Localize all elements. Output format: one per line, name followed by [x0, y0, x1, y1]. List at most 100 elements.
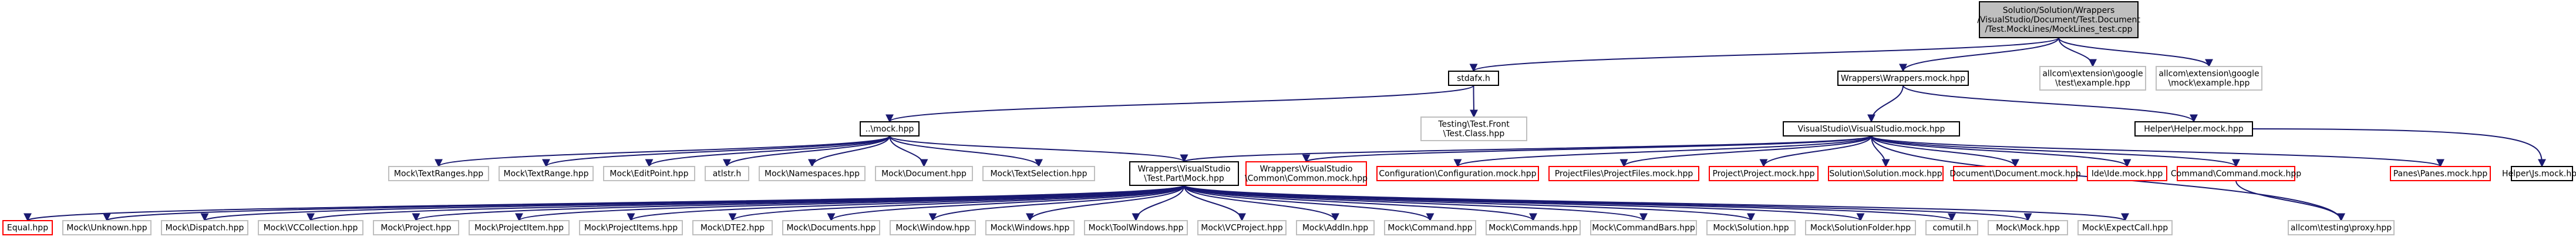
node-box: [2288, 220, 2395, 235]
node-root: Solution/Solution/Wrappers/VisualStudio/…: [1977, 1, 2140, 38]
node-textranges[interactable]: Mock\TextRanges.hpp: [388, 166, 489, 181]
node-project[interactable]: Project\Project.mock.hpp: [1709, 166, 1819, 181]
node-label-line: Mock\Documents.hpp: [786, 224, 875, 233]
node-solutionfolder[interactable]: Mock\SolutionFolder.hpp: [1805, 220, 1916, 235]
node-label-line: Helper\Js.mock.hpp: [2502, 169, 2576, 179]
node-label-line: Mock\VCCollection.hpp: [264, 224, 358, 233]
node-box: [1828, 166, 1944, 181]
node-dte2[interactable]: Mock\DTE2.hpp: [692, 220, 773, 235]
node-msolution[interactable]: Mock\Solution.hpp: [1706, 220, 1796, 235]
edge-mockhpp-to-namespaces: [808, 135, 890, 168]
node-label-line: Wrappers\VisualStudio: [1260, 165, 1352, 174]
node-wrappers[interactable]: Wrappers\Wrappers.mock.hpp: [1837, 71, 1969, 86]
node-expectcall[interactable]: Mock\ExpectCall.hpp: [2077, 220, 2173, 235]
node-vsmock[interactable]: VisualStudio\VisualStudio.mock.hpp: [1783, 121, 1960, 137]
node-helper[interactable]: Helper\Helper.mock.hpp: [2134, 121, 2253, 137]
edge-wrappersvs-to-projectitems: [627, 185, 1185, 222]
node-equal[interactable]: Equal.hpp: [2, 220, 53, 235]
edge-vsmock-to-panes: [1871, 135, 2444, 168]
node-box: [603, 166, 695, 181]
node-label-line: ProjectFiles\ProjectFiles.mock.hpp: [1555, 169, 1693, 179]
edge-wrappersvs-to-dte2: [728, 185, 1185, 222]
node-label-line: Mock\AddIn.hpp: [1302, 224, 1368, 233]
node-wrappersvs[interactable]: Wrappers\VisualStudio\Test.Part\Mock.hpp: [1129, 161, 1239, 186]
node-label-line: Mock\Document.hpp: [881, 169, 967, 179]
node-command[interactable]: Command\Command.mock.hpp: [2171, 166, 2301, 181]
node-label-line: Wrappers\VisualStudio: [1137, 165, 1230, 174]
node-label-line: Mock\Dispatch.hpp: [166, 224, 244, 233]
node-mproject[interactable]: Mock\Project.hpp: [373, 220, 459, 235]
edge-wrappersvs-to-expectcall: [1183, 185, 2129, 222]
node-editpoint[interactable]: Mock\EditPoint.hpp: [603, 166, 695, 181]
node-label-line: Mock\Solution.hpp: [1713, 224, 1789, 233]
node-label-line: Equal.hpp: [7, 224, 48, 233]
node-vcproject[interactable]: Mock\VCProject.hpp: [1197, 220, 1287, 235]
node-configuration[interactable]: Configuration\Configuration.mock.hpp: [1376, 166, 1539, 181]
node-projectitem[interactable]: Mock\ProjectItem.hpp: [469, 220, 570, 235]
node-documentmock[interactable]: Document\Document.mock.hpp: [1949, 166, 2081, 181]
node-stdafx[interactable]: stdafx.h: [1448, 71, 1499, 86]
node-box: [2156, 66, 2262, 91]
node-namespaces[interactable]: Mock\Namespaces.hpp: [759, 166, 866, 181]
edge-wrappersvs-to-mcommands: [1183, 185, 1537, 222]
node-label-line: allcom\testing\proxy.hpp: [2291, 224, 2392, 233]
node-box: [692, 220, 773, 235]
node-box: [2077, 220, 2173, 235]
node-comutil[interactable]: comutil.h: [1925, 220, 1978, 235]
node-atlstr[interactable]: atlstr.h: [705, 166, 749, 181]
node-box: [469, 220, 570, 235]
node-ide[interactable]: Ide\Ide.mock.hpp: [2087, 166, 2167, 181]
node-mcommands[interactable]: Mock\Commands.hpp: [1486, 220, 1581, 235]
node-window[interactable]: Mock\Window.hpp: [890, 220, 976, 235]
node-testingfront[interactable]: Testing\Test.Front\Test.Class.hpp: [1420, 116, 1527, 141]
node-box: [982, 166, 1095, 181]
node-label-line: ..\mock.hpp: [866, 125, 914, 134]
node-textselection[interactable]: Mock\TextSelection.hpp: [982, 166, 1095, 181]
node-panes[interactable]: Panes\Panes.mock.hpp: [2390, 166, 2491, 181]
node-label-line: Mock\Unknown.hpp: [66, 224, 147, 233]
node-label-line: Configuration\Configuration.mock.hpp: [1379, 169, 1536, 179]
node-box: [2177, 166, 2295, 181]
node-gmock[interactable]: allcom\extension\google\mock\example.hpp: [2156, 66, 2262, 91]
node-mmock[interactable]: Mock\Mock.hpp: [1988, 220, 2068, 235]
node-js[interactable]: Helper\Js.mock.hpp: [2502, 166, 2576, 181]
node-windows[interactable]: Mock\Windows.hpp: [985, 220, 1075, 235]
node-box: [1084, 220, 1188, 235]
node-common[interactable]: Wrappers\VisualStudio\Common\Common.mock…: [1245, 161, 1368, 186]
node-label-line: \test\example.hpp: [2055, 79, 2130, 88]
node-commandbars[interactable]: Mock\CommandBars.hpp: [1590, 220, 1697, 235]
edge-root-to-gtest: [2058, 37, 2097, 68]
node-label-line: Mock\VCProject.hpp: [1201, 224, 1283, 233]
node-box: [1420, 116, 1527, 141]
node-addin[interactable]: Mock\AddIn.hpp: [1296, 220, 1375, 235]
node-projectfiles[interactable]: ProjectFiles\ProjectFiles.mock.hpp: [1548, 166, 1699, 181]
node-label-line: stdafx.h: [1457, 74, 1490, 84]
node-gtest[interactable]: allcom\extension\google\test\example.hpp: [2039, 66, 2146, 91]
node-mcommand[interactable]: Mock\Command.hpp: [1384, 220, 1476, 235]
node-box: [1709, 166, 1819, 181]
node-mockhpp[interactable]: ..\mock.hpp: [860, 121, 920, 137]
node-box: [1296, 220, 1375, 235]
edge-root-to-gmock: [2058, 37, 2213, 68]
node-documents[interactable]: Mock\Documents.hpp: [782, 220, 880, 235]
node-projectitems[interactable]: Mock\ProjectItems.hpp: [579, 220, 683, 235]
node-solution[interactable]: Solution\Solution.mock.hpp: [1828, 166, 1944, 181]
node-box: [759, 166, 866, 181]
node-label-line: Solution\Solution.mock.hpp: [1829, 169, 1942, 179]
node-vccollection[interactable]: Mock\VCCollection.hpp: [258, 220, 363, 235]
node-dispatch[interactable]: Mock\Dispatch.hpp: [161, 220, 248, 235]
node-proxy[interactable]: allcom\testing\proxy.hpp: [2288, 220, 2395, 235]
edge-vsmock-to-configuration: [1453, 135, 1872, 168]
node-box: [161, 220, 248, 235]
node-box: [373, 220, 459, 235]
node-textrange[interactable]: Mock\TextRange.hpp: [499, 166, 594, 181]
node-document[interactable]: Mock\Document.hpp: [875, 166, 973, 181]
node-unknown[interactable]: Mock\Unknown.hpp: [62, 220, 151, 235]
node-label-line: Command\Command.mock.hpp: [2171, 169, 2301, 179]
node-toolwindows[interactable]: Mock\ToolWindows.hpp: [1084, 220, 1188, 235]
edge-wrappersvs-to-vcproject: [1183, 185, 1246, 222]
node-box: [1805, 220, 1916, 235]
edge-helper-to-js: [2252, 128, 2546, 168]
edge-vsmock-to-solution: [1871, 135, 1890, 168]
node-label-line: Mock\Commands.hpp: [1489, 224, 1578, 233]
